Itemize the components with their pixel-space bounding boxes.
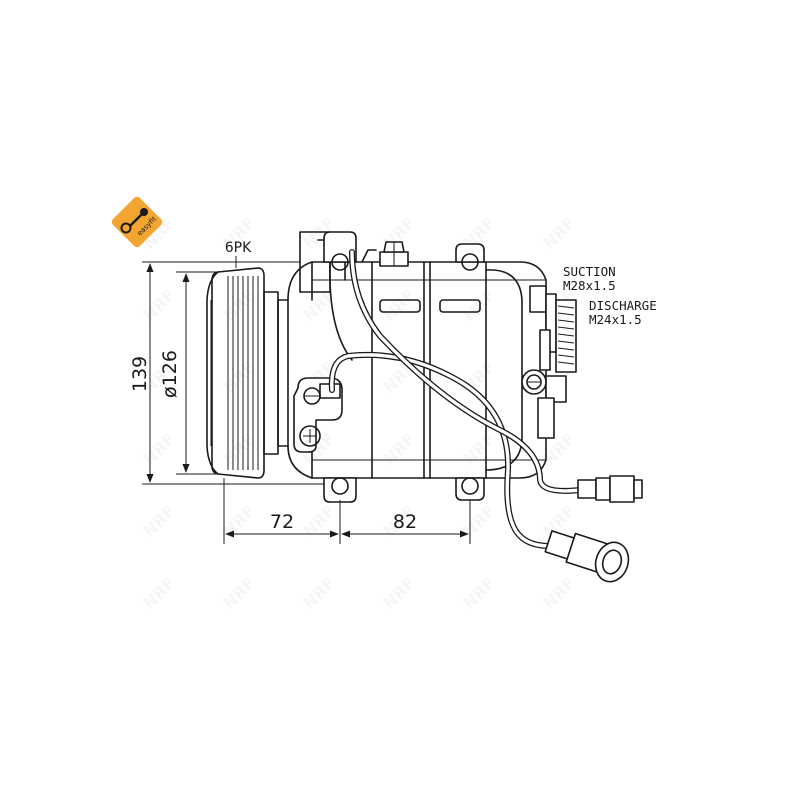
pulley-grooves-label: 6PK: [225, 240, 252, 256]
thread-line: [557, 312, 575, 316]
watermark-tile: NRF: [299, 573, 338, 612]
pulley: [206, 267, 289, 479]
suction-label: SUCTION: [563, 264, 616, 279]
front-to-mount-label: 72: [270, 511, 294, 533]
watermark-tile: NRF: [459, 357, 498, 396]
thread-line: [557, 305, 575, 309]
bolt-hole: [331, 477, 349, 495]
mount-spacing-label: 82: [393, 511, 417, 533]
thread-line: [557, 354, 575, 358]
watermark-tile: NRF: [219, 573, 258, 612]
wiring-harness: [328, 249, 583, 549]
watermark-tile: NRF: [459, 573, 498, 612]
dimension-lines: [142, 256, 471, 544]
watermark-tile: NRF: [139, 285, 178, 324]
watermark-tile: NRF: [459, 429, 498, 468]
watermark-tile: NRF: [139, 573, 178, 612]
thread-line: [557, 333, 575, 337]
bolt-hole: [461, 253, 479, 271]
watermark-tile: NRF: [459, 501, 498, 540]
watermark-tile: NRF: [539, 573, 578, 612]
wrench-icon: [120, 208, 148, 234]
watermark-tile: NRF: [299, 501, 338, 540]
bolt-hole: [331, 253, 349, 271]
discharge-label: DISCHARGE: [589, 298, 657, 313]
watermark-tile: NRF: [139, 501, 178, 540]
watermark-tile: NRF: [379, 429, 418, 468]
discharge-thread: M24x1.5: [589, 312, 642, 327]
watermark-tile: NRF: [219, 501, 258, 540]
clutch-connector: [293, 377, 343, 453]
badge-diamond: [111, 196, 163, 248]
thread-line: [557, 361, 575, 365]
thread-line: [557, 319, 575, 323]
thread-line: [557, 340, 575, 344]
side-sensor: [521, 369, 547, 395]
pulley-grooves: [227, 276, 259, 470]
bolt-hole: [461, 477, 479, 495]
watermark-tile: NRF: [379, 285, 418, 324]
large-connector: [544, 530, 630, 583]
easyfit-badge: easyfit: [111, 196, 163, 248]
watermark-tile: NRF: [539, 213, 578, 252]
watermark-grid: NRF NRF NRF NRF NRF NRF NRF NRF NRF NRF NRF NRF NRF N…: [139, 213, 578, 612]
height-dimension-label: 139: [129, 356, 151, 392]
watermark-tile: NRF: [379, 573, 418, 612]
watermark-tile: NRF: [459, 285, 498, 324]
port-threads: [557, 305, 575, 365]
mounting-ears: [323, 231, 485, 503]
suction-thread: M28x1.5: [563, 278, 616, 293]
pulley-diameter-label: ø126: [159, 350, 181, 398]
ports: [529, 285, 577, 439]
top-hex-nut: [361, 241, 409, 267]
small-connector: [577, 475, 643, 503]
thread-line: [557, 326, 575, 330]
thread-line: [557, 347, 575, 351]
watermark-tile: NRF: [139, 429, 178, 468]
